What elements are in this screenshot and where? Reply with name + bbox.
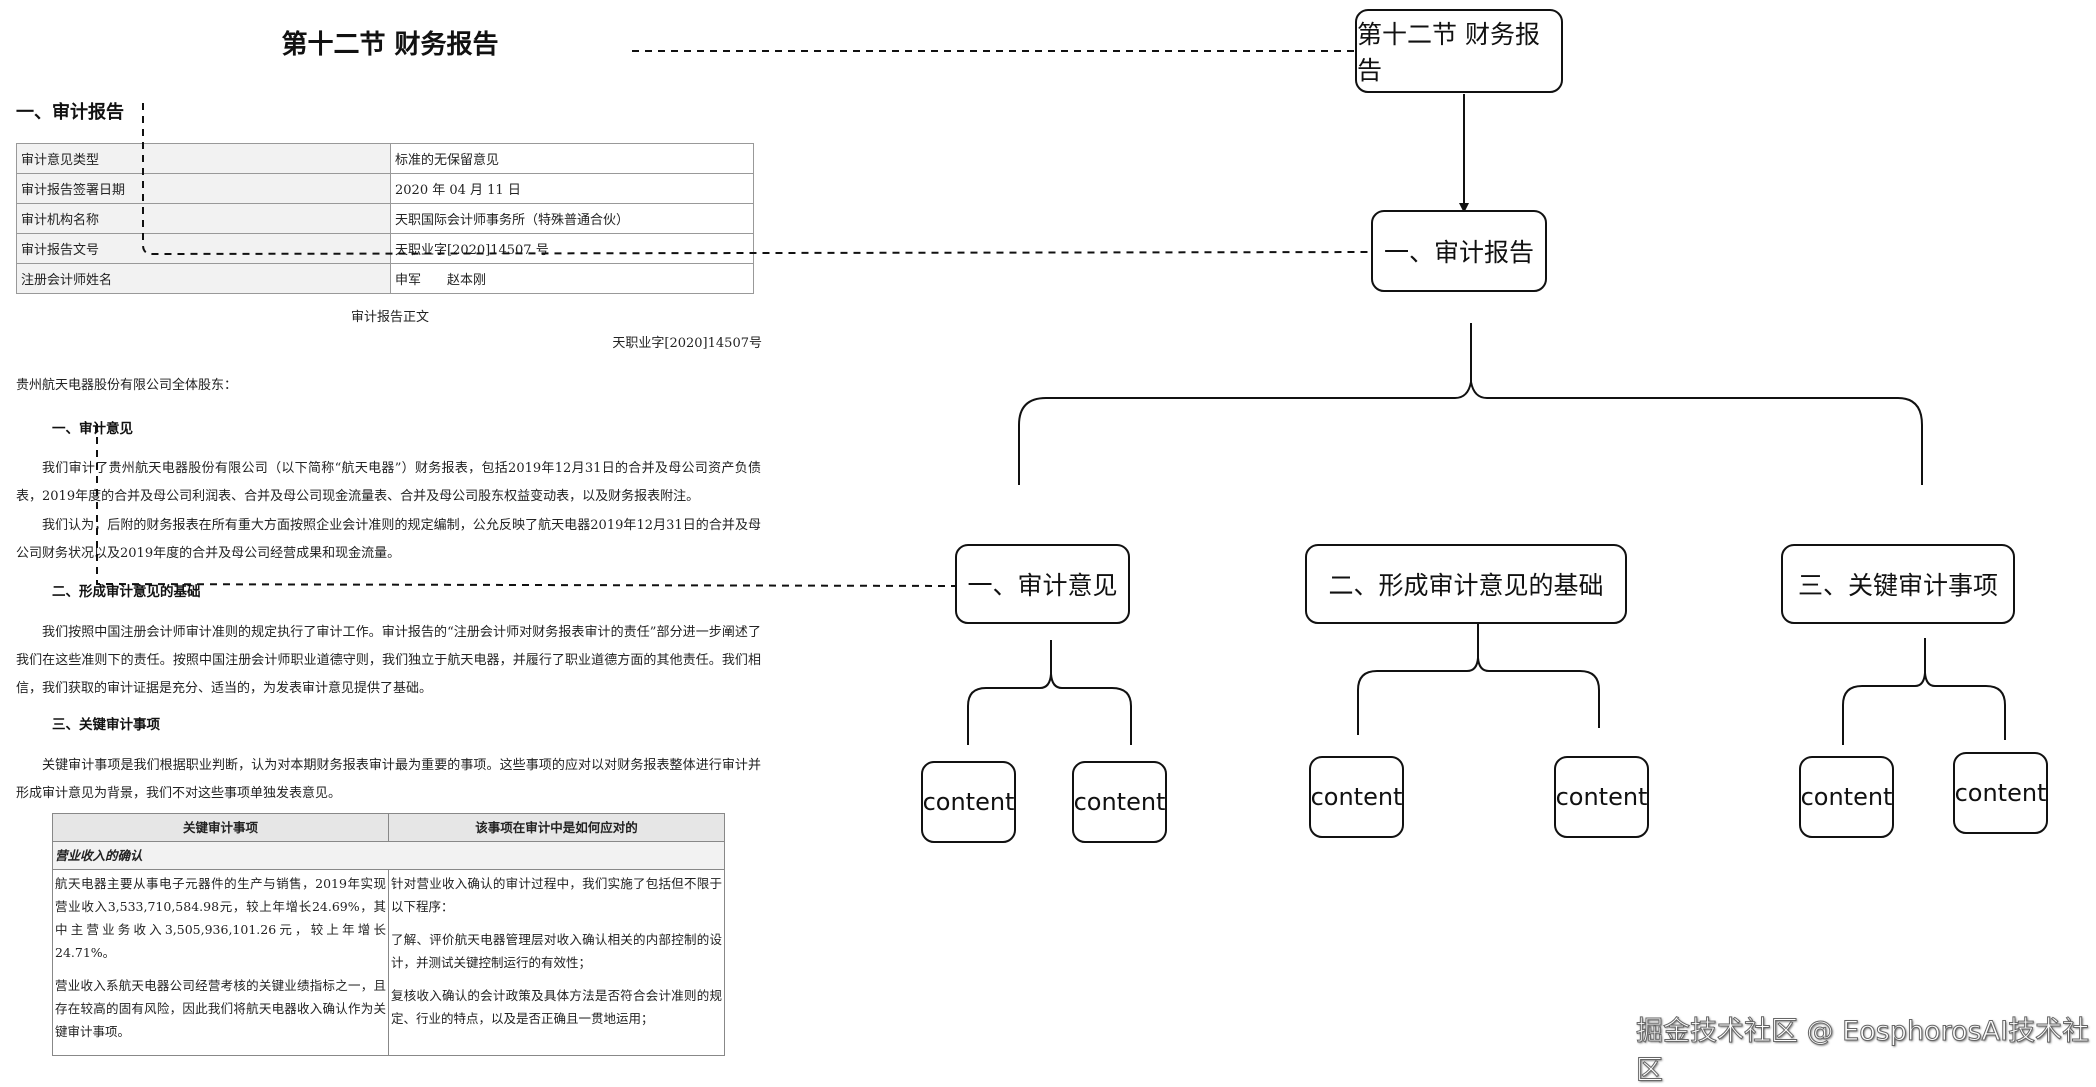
key-matters-heading: 三、关键审计事项 — [52, 717, 160, 733]
key-audit-matters-node: 三、关键审计事项 — [1781, 544, 2015, 624]
reference-number: 天职业字[2020]14507号 — [612, 336, 762, 351]
matter-description: 营业收入系航天电器公司经营考核的关键业绩指标之一，且存在较高的固有风险，因此我们… — [55, 978, 386, 1039]
brace-opinion — [967, 640, 1132, 745]
opinion-paragraph-2: 我们认为，后附的财务报表在所有重大方面按照企业会计准则的规定编制，公允反映了航天… — [16, 518, 761, 561]
brace-key-matters — [1842, 638, 2006, 745]
info-key: 审计报告签署日期 — [16, 173, 391, 204]
opinion-link-dashed — [96, 424, 959, 587]
table-row: 营业收入的确认 — [52, 841, 725, 870]
opinion-paragraph-1: 我们审计了贵州航天电器股份有限公司（以下简称“航天电器”）财务报表，包括2019… — [16, 461, 761, 504]
key-matters-paragraph: 关键审计事项是我们根据职业判断，认为对本期财务报表审计最为重要的事项。这些事项的… — [16, 758, 761, 801]
table-row: 关键审计事项 该事项在审计中是如何应对的 — [52, 813, 725, 842]
table-row: 注册会计师姓名申军 赵本刚 — [16, 263, 754, 294]
info-value: 标准的无保留意见 — [390, 143, 754, 174]
content-node: content — [1953, 752, 2048, 834]
matter-section: 营业收入的确认 — [52, 841, 725, 870]
addressee: 贵州航天电器股份有限公司全体股东： — [16, 378, 238, 393]
matter-response: 复核收入确认的会计政策及具体方法是否符合会计准则的规定、行业的特点，以及是否正确… — [391, 988, 722, 1026]
opinion-heading: 一、审计意见 — [52, 421, 133, 437]
content-node: content — [1072, 761, 1167, 843]
table-row: 审计报告文号天职业字[2020]14507 号 — [16, 233, 754, 264]
content-node: content — [1554, 756, 1649, 838]
basis-heading: 二、形成审计意见的基础 — [52, 584, 201, 600]
root-node: 第十二节 财务报告 — [1355, 9, 1563, 93]
audit-report-page: 第十二节 财务报告 一、审计报告 审计意见类型标准的无保留意见 审计报告签署日期… — [0, 0, 780, 1070]
matter-description: 航天电器主要从事电子元器件的生产与销售，2019年实现营业收入3,533,710… — [55, 876, 386, 960]
audit-report-link-dashed — [142, 103, 1375, 256]
audit-report-heading: 一、审计报告 — [16, 102, 124, 123]
matter-response: 针对营业收入确认的审计过程中，我们实施了包括但不限于以下程序： — [391, 876, 722, 914]
matter-response: 了解、评价航天电器管理层对收入确认相关的内部控制的设计，并测试关键控制运行的有效… — [391, 932, 722, 970]
audit-report-node: 一、审计报告 — [1371, 210, 1547, 292]
report-title: 第十二节 财务报告 — [281, 30, 499, 60]
column-header: 该事项在审计中是如何应对的 — [388, 813, 725, 842]
info-key: 审计报告文号 — [16, 233, 391, 264]
info-key: 审计机构名称 — [16, 203, 391, 234]
key-audit-matters-table: 关键审计事项 该事项在审计中是如何应对的 营业收入的确认 航天电器主要从事电子元… — [52, 813, 725, 1056]
info-value: 2020 年 04 月 11 日 — [390, 173, 754, 204]
info-value: 申军 赵本刚 — [390, 263, 754, 294]
basis-paragraph: 我们按照中国注册会计师审计准则的规定执行了审计工作。审计报告的“注册会计师对财务… — [16, 625, 761, 696]
content-node: content — [921, 761, 1016, 843]
table-row: 航天电器主要从事电子元器件的生产与销售，2019年实现营业收入3,533,710… — [52, 869, 725, 1056]
content-node: content — [1309, 756, 1404, 838]
info-value: 天职国际会计师事务所（特殊普通合伙） — [390, 203, 754, 234]
content-node: content — [1799, 756, 1894, 838]
table-row: 审计机构名称天职国际会计师事务所（特殊普通合伙） — [16, 203, 754, 234]
opinion-basis-node: 二、形成审计意见的基础 — [1305, 544, 1627, 624]
matter-response-cell: 针对营业收入确认的审计过程中，我们实施了包括但不限于以下程序： 了解、评价航天电… — [388, 869, 725, 1056]
brace-basis — [1357, 622, 1600, 735]
table-row: 审计意见类型标准的无保留意见 — [16, 143, 754, 174]
info-key: 审计意见类型 — [16, 143, 391, 174]
body-title: 审计报告正文 — [350, 310, 429, 325]
main-brace — [1018, 323, 1923, 485]
matter-description-cell: 航天电器主要从事电子元器件的生产与销售，2019年实现营业收入3,533,710… — [52, 869, 389, 1056]
audit-opinion-node: 一、审计意见 — [955, 544, 1130, 624]
info-key: 注册会计师姓名 — [16, 263, 391, 294]
watermark: 掘金技术社区 @ EosphorosAI技术社区 — [1636, 1016, 2090, 1087]
